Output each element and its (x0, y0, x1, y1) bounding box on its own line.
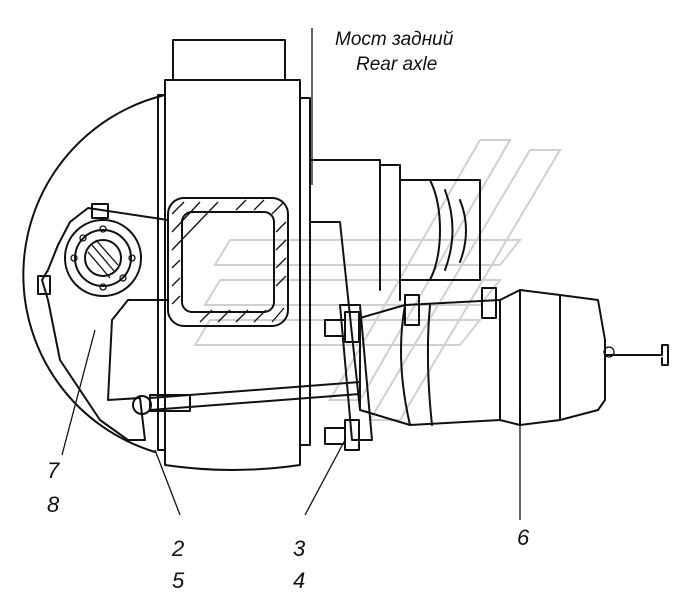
watermark-logo (193, 139, 562, 421)
callout-3: 3 (293, 536, 306, 561)
callout-7: 7 (47, 458, 60, 483)
axle-housing (157, 39, 311, 471)
callout-8: 8 (47, 492, 60, 517)
push-rod (149, 381, 361, 412)
callout-4: 4 (293, 568, 305, 593)
brake-drum (22, 94, 166, 453)
axle-hub (309, 159, 481, 411)
leader-lines (61, 28, 521, 520)
brake-chamber (359, 287, 669, 426)
callout-5: 5 (172, 568, 185, 593)
rear-axle-label-en: Rear axle (356, 54, 437, 75)
rear-axle-label-ru: Мост задний (335, 29, 454, 50)
mounting-bracket (324, 304, 373, 451)
callout-6: 6 (517, 525, 530, 550)
beam-section (167, 197, 289, 327)
callout-2: 2 (171, 536, 184, 561)
slack-adjuster (37, 203, 169, 441)
